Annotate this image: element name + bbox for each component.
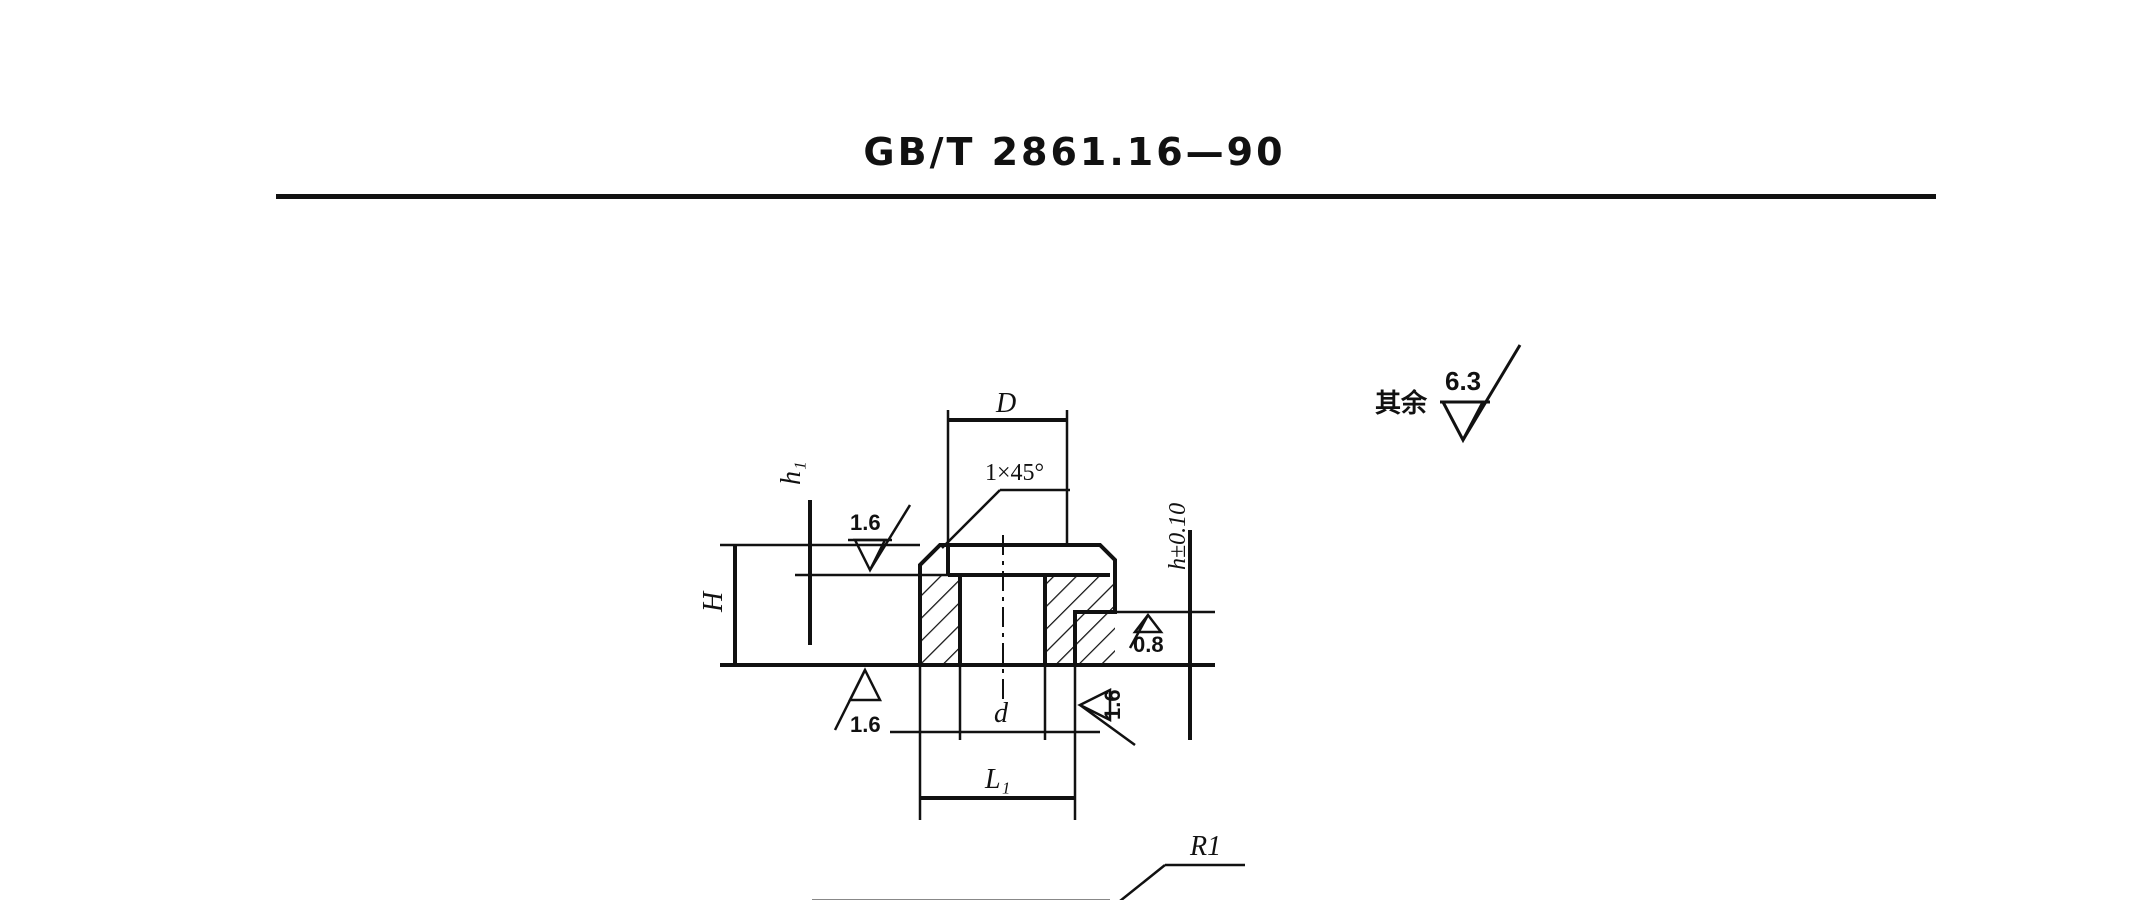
dim-h (1115, 530, 1215, 740)
right-wall-hatch (1045, 575, 1115, 665)
dim-H (720, 543, 920, 665)
radius-leader (1119, 864, 1166, 900)
label-H: H (698, 590, 729, 613)
left-wall-hatch (920, 575, 960, 665)
part-outline (918, 543, 1117, 667)
part-section (720, 543, 1215, 667)
roughness-default-value: 6.3 (1445, 366, 1481, 396)
dim-d (890, 665, 1100, 740)
roughness-step-value: 0.8 (1133, 632, 1164, 657)
chamfer-leader (941, 489, 1001, 549)
standard-number: GB/T 2861.16—90 (863, 130, 1286, 174)
dim-L1 (918, 665, 1077, 820)
roughness-default-label: 其余 (1375, 388, 1428, 419)
label-L1: L₁ (984, 764, 1010, 795)
dim-D (946, 410, 1069, 545)
label-radius: R1 (1189, 831, 1221, 862)
label-h1: h₁ (776, 461, 807, 485)
dim-h1 (795, 500, 948, 645)
label-d: d (994, 698, 1009, 729)
roughness-top-left (848, 504, 912, 573)
roughness-bottom-right-value: 1.6 (1100, 689, 1125, 720)
roughness-default-symbol (1440, 344, 1522, 444)
roughness-bottom-right (1077, 687, 1136, 747)
roughness-bottom-left-value: 1.6 (850, 712, 881, 737)
label-D: D (995, 388, 1016, 419)
roughness-step (1128, 612, 1164, 649)
label-h-tolerance: h±0.10 (1165, 503, 1191, 570)
label-chamfer: 1×45° (985, 460, 1044, 486)
roughness-bottom-left (833, 667, 883, 731)
header-rule (276, 194, 1936, 199)
roughness-top-left-value: 1.6 (850, 510, 881, 535)
